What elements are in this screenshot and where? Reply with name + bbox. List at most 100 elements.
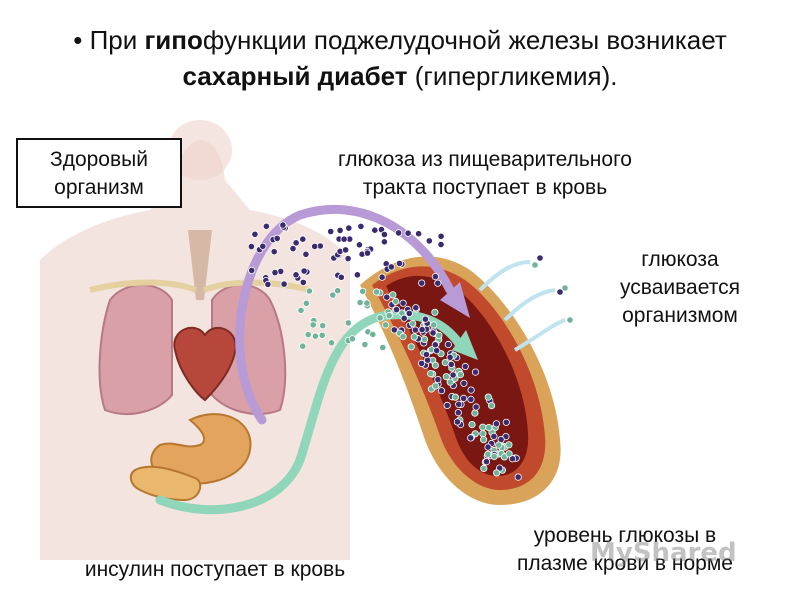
glucose-molecule-dot — [411, 326, 419, 334]
insulin-molecule-dot — [299, 342, 307, 350]
insulin-molecule-dot — [490, 452, 498, 461]
label-glucose-used-line3: организмом — [622, 304, 738, 327]
title-line2-post: (гипергликемия). — [407, 61, 618, 91]
insulin-molecule-dot — [382, 321, 390, 329]
label-glucose-level: уровень глюкозы в плазме крови в норме — [480, 522, 770, 578]
insulin-molecule-dot — [318, 331, 326, 339]
insulin-molecule-dot — [422, 350, 430, 359]
insulin-molecule-dot — [359, 287, 367, 295]
glucose-molecule-dot — [502, 418, 510, 426]
glucose-molecule-dot — [378, 273, 386, 281]
glucose-molecule-dot — [447, 360, 455, 368]
glucose-molecule-dot — [449, 371, 457, 379]
glucose-molecule-dot — [299, 235, 307, 243]
glucose-molecule-dot — [442, 373, 450, 381]
glucose-molecule-dot — [395, 259, 404, 267]
glucose-molecule-dot — [455, 400, 463, 408]
insulin-molecule-dot — [363, 299, 371, 307]
glucose-molecule-dot — [454, 408, 462, 417]
glucose-molecule-dot — [300, 267, 308, 275]
glucose-molecule-dot — [433, 346, 441, 355]
glucose-molecule-dot — [262, 222, 270, 230]
glucose-molecule-dot — [461, 362, 469, 371]
glucose-molecule-dot — [434, 375, 442, 384]
glucose-molecule-dot — [302, 250, 310, 258]
insulin-molecule-dot — [334, 287, 342, 295]
glucose-molecule-dot — [270, 248, 278, 256]
glucose-molecule-dot — [407, 343, 415, 351]
glucose-molecule-dot — [427, 369, 435, 378]
glucose-molecule-dot — [264, 280, 272, 288]
insulin-molecule-dot — [453, 418, 461, 426]
insulin-molecule-dot — [410, 333, 418, 341]
glucose-molecule-dot — [505, 441, 513, 449]
label-glucose-used: глюкоза усваивается организмом — [585, 246, 775, 330]
glucose-molecule-dot — [421, 315, 429, 323]
page-title: • При гипофункции поджелудочной железы в… — [0, 22, 800, 94]
insulin-molecule-dot — [297, 306, 305, 314]
insulin-molecule-dot — [309, 321, 317, 329]
glucose-molecule-dot — [425, 237, 433, 245]
glucose-molecule-dot — [431, 361, 439, 369]
glucose-molecule-dot — [399, 333, 407, 341]
glucose-molecule-dot — [371, 226, 379, 234]
insulin-molecule-dot — [566, 316, 574, 324]
glucose-molecule-dot — [456, 370, 464, 379]
insulin-molecule-dot — [305, 287, 313, 295]
glucose-molecule-dot — [299, 278, 307, 286]
glucose-arrow — [235, 204, 455, 425]
lung-left-icon — [98, 284, 173, 415]
absorption-arrow-2-icon — [503, 288, 556, 322]
glucose-molecule-dot — [311, 242, 319, 250]
insulin-molecule-dot — [531, 261, 539, 269]
insulin-molecule-dot — [490, 432, 498, 440]
glucose-molecule-dot — [514, 473, 522, 481]
trachea — [188, 230, 212, 300]
glucose-molecule-dot — [405, 309, 413, 317]
insulin-molecule-dot — [484, 450, 492, 458]
title-line2-bold: сахарный диабет — [182, 61, 408, 91]
glucose-molecule-dot — [353, 271, 361, 279]
title-line1-pre: При — [89, 25, 145, 55]
glucose-molecule-dot — [340, 235, 348, 243]
insulin-molecule-dot — [484, 393, 492, 401]
insulin-molecule-dot — [441, 358, 449, 367]
glucose-molecule-dot — [259, 242, 267, 250]
title-bullet: • — [73, 25, 83, 55]
watermark: MyShared — [590, 538, 737, 568]
glucose-molecule-dot — [392, 305, 401, 314]
glucose-molecule-dot — [341, 246, 350, 254]
glucose-molecule-dot — [480, 464, 488, 472]
title-line1-bold: гипо — [144, 25, 203, 55]
label-glucose-intake: глюкоза из пищеварительного тракта посту… — [280, 146, 690, 202]
insulin-molecule-dot — [508, 455, 517, 463]
glucose-molecule-dot — [467, 395, 475, 403]
insulin-molecule-dot — [348, 335, 356, 343]
head-shadow — [168, 120, 232, 180]
insulin-molecule-dot — [468, 420, 476, 429]
insulin-molecule-dot — [327, 339, 336, 347]
glucose-molecule-dot — [435, 331, 443, 339]
glucose-molecule-dot — [430, 321, 438, 329]
glucose-molecule-dot — [437, 387, 446, 395]
insulin-molecule-dot — [431, 341, 439, 349]
label-glucose-level-line2: плазме крови в норме — [517, 552, 733, 575]
glucose-molecule-dot — [437, 232, 445, 240]
molecule-dots — [247, 221, 574, 481]
glucose-molecule-dot — [273, 234, 281, 242]
insulin-molecule-dot — [372, 288, 381, 296]
glucose-molecule-dot — [336, 226, 344, 234]
box-line1: Здоровый — [50, 148, 148, 171]
glucose-molecule-dot — [484, 443, 492, 451]
glucose-molecule-dot — [380, 230, 388, 239]
absorption-arrow-3-icon — [513, 318, 566, 352]
absorption-arrows — [478, 260, 566, 352]
insulin-molecule-dot — [311, 332, 319, 340]
insulin-molecule-dot — [471, 368, 480, 376]
glucose-molecule-dot — [434, 279, 442, 287]
label-glucose-intake-line1: глюкоза из пищеварительного — [338, 148, 632, 171]
glucose-molecule-dot — [355, 241, 363, 249]
absorption-arrow-1-icon — [478, 260, 531, 292]
insulin-molecule-dot — [467, 434, 475, 442]
insulin-molecule-dot — [459, 394, 468, 402]
